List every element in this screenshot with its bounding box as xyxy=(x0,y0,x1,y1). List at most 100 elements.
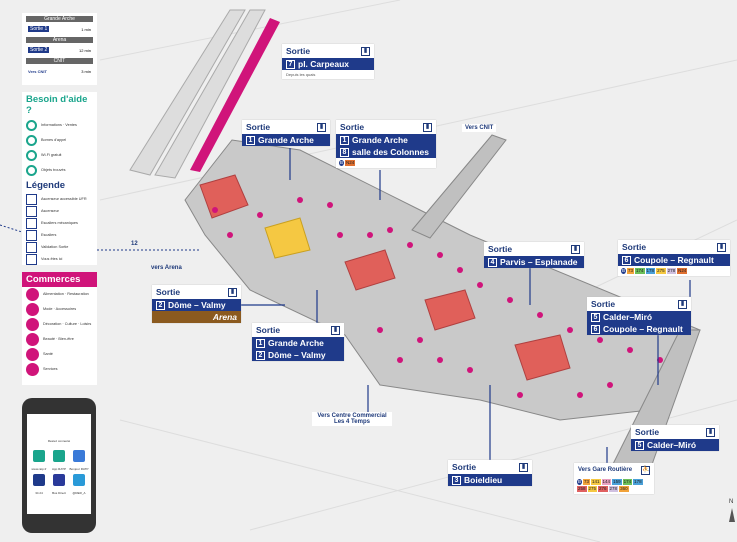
exit-note: Depuis les quais xyxy=(286,72,316,77)
app-link[interactable]: www.ratp.fr xyxy=(29,449,49,472)
app-link[interactable]: 34 24 xyxy=(29,473,49,496)
exit-number: 2 xyxy=(256,350,265,360)
exit-name: Grande Arche xyxy=(352,135,408,145)
shop-marker xyxy=(507,297,513,303)
bus-line: 278 xyxy=(608,486,619,492)
app-link[interactable]: App RATP xyxy=(49,449,69,472)
bus-line: 276 xyxy=(598,486,608,492)
legend-item: Escaliers xyxy=(22,229,97,241)
exit-name: Coupole – Regnault xyxy=(603,324,683,334)
legend-icon xyxy=(26,229,37,241)
shop-marker xyxy=(397,357,403,363)
cnit-corridor xyxy=(411,134,507,239)
bus-line: 275 xyxy=(656,268,666,274)
legend-item: Vous êtes ici xyxy=(22,253,97,265)
gare-routiere-label: Vers Gare Routière xyxy=(578,467,633,473)
shop-category-label: Mode · Accessoires xyxy=(43,307,77,312)
exit-type-icon: ▮ xyxy=(361,46,370,56)
exit-header: Sortie xyxy=(156,287,181,297)
exit-type-icon: ▮ xyxy=(519,462,528,472)
legend-item: Ascenseur accessible UFR xyxy=(22,193,97,205)
exit-header: Sortie xyxy=(246,122,271,132)
dest-time: 1 min xyxy=(81,26,91,32)
app-label: 34 24 xyxy=(35,491,43,495)
app-icon xyxy=(73,449,85,462)
shop-category-icon xyxy=(26,303,39,316)
shop-marker xyxy=(457,267,463,273)
shop-marker xyxy=(597,337,603,343)
dest-time: 12 min xyxy=(78,47,91,53)
app-link[interactable]: Bonjour RATP xyxy=(69,449,89,472)
bus-line: 174 xyxy=(635,268,645,274)
legend-item-label: Ascenseur accessible UFR xyxy=(41,196,87,201)
legend-icon xyxy=(26,241,37,253)
legend-icon xyxy=(26,193,37,205)
app-link[interactable]: Bus Direct xyxy=(49,473,69,496)
help-icon xyxy=(26,165,37,176)
dest-title: CNIT xyxy=(26,58,93,64)
shop-marker xyxy=(537,312,543,318)
app-icon xyxy=(33,449,45,462)
exit-header: Sortie xyxy=(488,244,513,254)
app-icon xyxy=(53,449,65,462)
legend-icon xyxy=(26,205,37,217)
legend-item-label: Ascenseur xyxy=(41,208,59,213)
exit-name: Boieldieu xyxy=(464,475,503,485)
dest-title: Grande Arche xyxy=(26,16,93,22)
help-icon xyxy=(26,120,37,131)
help-item: Objets trouvés xyxy=(22,163,97,178)
shop-category: Santé xyxy=(22,347,97,362)
exit-type-icon: ▮ xyxy=(331,325,340,335)
legend-item: Escaliers mécaniques xyxy=(22,217,97,229)
shop-marker xyxy=(627,347,633,353)
vers-arena-label: vers Arena xyxy=(151,265,182,271)
bus-icon: B xyxy=(577,479,583,485)
bus-line: 73 xyxy=(627,268,635,274)
legend-icon xyxy=(26,253,37,265)
dest-exit: Sortie 1 xyxy=(28,26,50,32)
bus-line: 278 xyxy=(666,268,677,274)
app-label: Bus Direct xyxy=(52,491,66,495)
shop-marker xyxy=(212,207,218,213)
legend-item: Ascenseur xyxy=(22,205,97,217)
legend-icon xyxy=(26,217,37,229)
shop-marker xyxy=(227,232,233,238)
exit-name: pl. Carpeaux xyxy=(298,59,350,69)
legend-item-label: Validation Sortie xyxy=(41,244,69,249)
shop-category-label: Décoration · Culture · Loisirs xyxy=(43,322,92,327)
legend-item: Validation Sortie xyxy=(22,241,97,253)
exit-number: 5 xyxy=(591,312,600,322)
shop-marker xyxy=(387,227,393,233)
shop-category: Alimentation · Restauration xyxy=(22,287,97,302)
shop-marker xyxy=(257,212,263,218)
bus-line: N24 xyxy=(345,160,356,166)
exit-name: Dôme – Valmy xyxy=(268,350,326,360)
shop-marker xyxy=(297,197,303,203)
exit-name: Calder–Miró xyxy=(647,440,697,450)
exit-type-icon: ▮ xyxy=(571,244,580,254)
north-label: N xyxy=(729,499,733,505)
exit-name: Parvis – Esplanade xyxy=(500,257,578,267)
exit-header: Sortie xyxy=(340,122,365,132)
north-arrow-icon xyxy=(729,508,735,522)
exit-header: Sortie xyxy=(452,462,477,472)
app-link[interactable]: @RER_A xyxy=(69,473,89,496)
exit-header: Sortie xyxy=(256,325,281,335)
help-item-label: Wi-Fi gratuit xyxy=(41,153,62,158)
phone-label: Restez connecté xyxy=(47,439,71,443)
bus-icon: B xyxy=(621,268,627,274)
shop-category-icon xyxy=(26,288,39,301)
